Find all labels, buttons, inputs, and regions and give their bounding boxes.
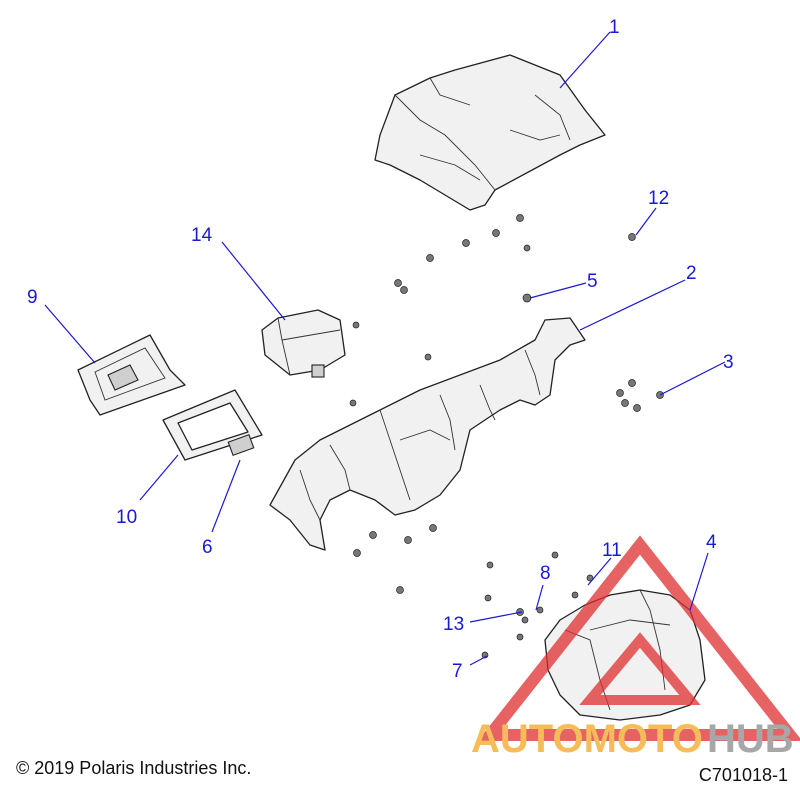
callout-3: 3 [723,352,734,373]
drawing-number: C701018-1 [698,765,788,785]
callout-1: 1 [609,17,620,38]
leader-lines [44,31,726,666]
callout-2: 2 [686,263,697,284]
callout-5: 5 [587,271,598,292]
callout-13: 13 [443,614,464,635]
part-14-bin [261,309,346,378]
callout-6: 6 [202,537,213,558]
watermark-word-automoto: AUTOMOTO [471,717,703,761]
part-2-dash-panel [269,317,586,551]
part-9-lid [77,334,186,416]
copyright-notice: © 2019 Polaris Industries Inc. [16,758,252,778]
callout-4: 4 [706,532,717,553]
part-1-cover [374,54,606,211]
fasteners [349,214,664,659]
callout-9: 9 [27,287,38,308]
part-6-latch [227,433,255,457]
callout-10: 10 [116,507,137,528]
callout-14: 14 [191,225,213,246]
callout-numbers: 1 2 3 4 5 6 7 8 9 10 11 12 13 14 [27,17,734,682]
callout-11: 11 [602,540,622,561]
watermark: AUTOMOTO HUB [471,535,800,761]
callout-7: 7 [452,661,463,682]
callout-12: 12 [648,188,669,209]
watermark-word-hub: HUB [707,717,794,761]
callout-8: 8 [540,563,551,584]
